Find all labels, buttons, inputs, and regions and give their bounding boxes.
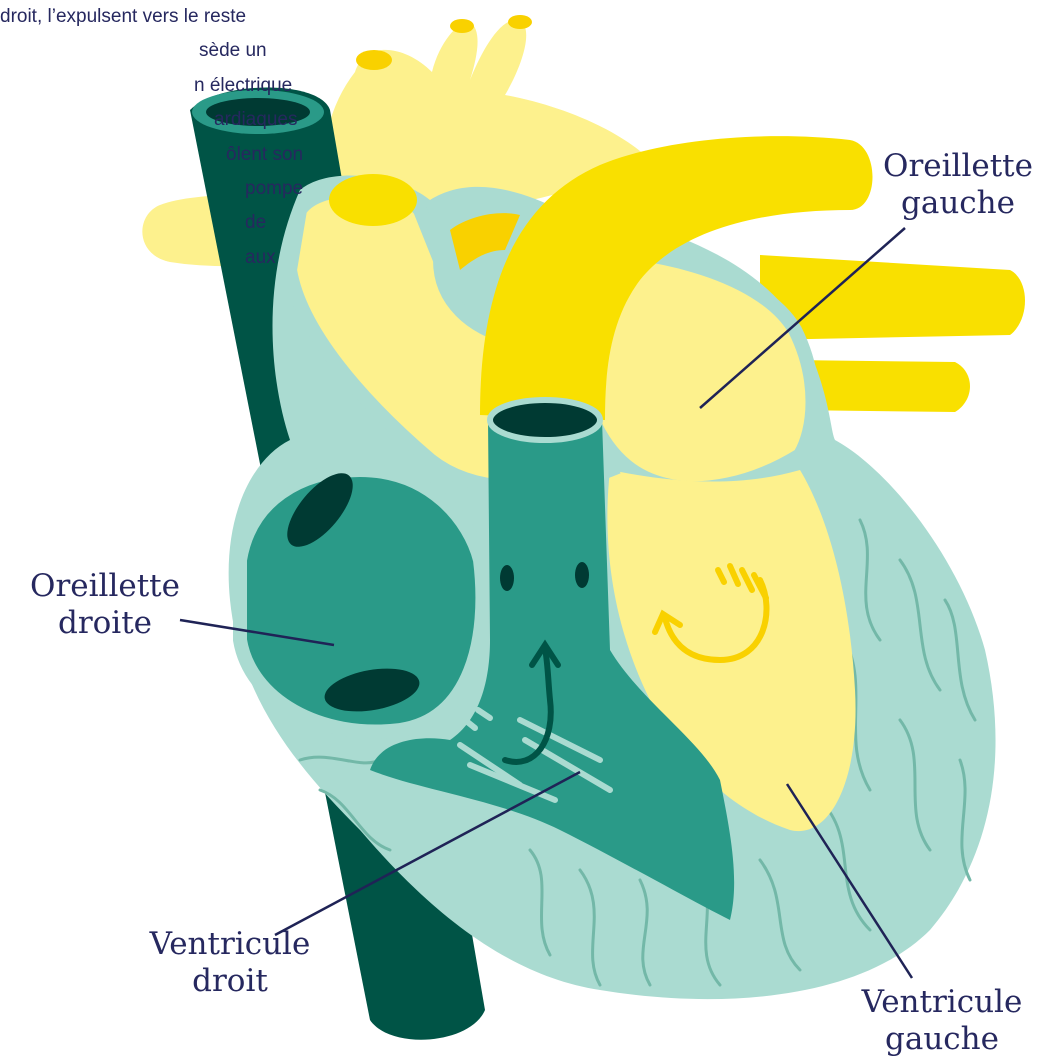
intro-line-6: pompe [0,172,360,206]
label-oreillette-gauche-line-1: Oreillette [858,148,1055,185]
intro-line-5: ôlent son [0,138,360,172]
label-oreillette-gauche: Oreillette gauche [858,148,1055,222]
label-ventricule-droit-line-2: droit [120,963,340,1000]
label-ventricule-gauche: Ventricule gauche [832,984,1052,1058]
label-oreillette-gauche-line-2: gauche [858,185,1055,222]
valve-hole-right [575,562,589,588]
label-ventricule-gauche-line-2: gauche [832,1021,1052,1058]
vessel-opening-top-right [508,15,532,29]
label-ventricule-droit-line-1: Ventricule [120,926,340,963]
intro-line-1: droit, l’expulsent vers le reste [0,0,360,34]
label-oreillette-droite: Oreillette droite [0,568,210,642]
label-ventricule-gauche-line-1: Ventricule [832,984,1052,1021]
intro-paragraph: droit, l’expulsent vers le reste sède un… [0,0,360,275]
label-oreillette-droite-line-2: droite [0,605,210,642]
valve-hole-left [500,565,514,591]
vessel-opening-top-left [356,50,392,70]
pulmonary-opening [490,400,600,440]
intro-line-8: aux [0,241,360,275]
intro-line-4: ardiaques [0,103,360,137]
label-oreillette-droite-line-1: Oreillette [0,568,210,605]
intro-line-2: sède un [0,34,360,68]
vessel-opening-top-mid [450,19,474,33]
intro-line-7: de [0,206,360,240]
label-ventricule-droit: Ventricule droit [120,926,340,1000]
intro-line-3: n électrique [0,69,360,103]
